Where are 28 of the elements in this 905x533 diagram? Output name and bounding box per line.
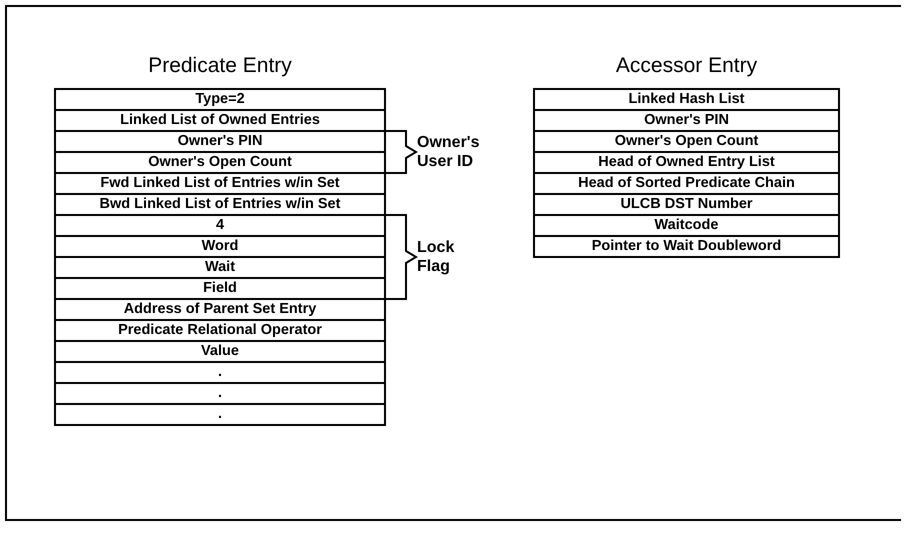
field-row: Owner's PIN <box>56 132 384 153</box>
field-row: Linked Hash List <box>535 90 838 111</box>
field-row: Value <box>56 342 384 363</box>
bracket-label: Lock Flag <box>417 238 456 276</box>
field-row: Type=2 <box>56 90 384 111</box>
field-row: . <box>56 405 384 426</box>
field-row: Owner's Open Count <box>535 132 838 153</box>
field-row: . <box>56 363 384 384</box>
table-heading: Predicate Entry <box>147 54 293 78</box>
field-row: Address of Parent Set Entry <box>56 300 384 321</box>
field-row: Owner's Open Count <box>56 153 384 174</box>
field-row: Owner's PIN <box>535 111 838 132</box>
field-row: Bwd Linked List of Entries w/in Set <box>56 195 384 216</box>
field-row: Word <box>56 237 384 258</box>
field-row: Pointer to Wait Doubleword <box>535 237 838 258</box>
field-row: Waitcode <box>535 216 838 237</box>
bracket-label: Owner's User ID <box>417 133 477 171</box>
field-row: Field <box>56 279 384 300</box>
field-row: . <box>56 384 384 405</box>
field-row: ULCB DST Number <box>535 195 838 216</box>
field-row: Head of Owned Entry List <box>535 153 838 174</box>
field-row: Head of Sorted Predicate Chain <box>535 174 838 195</box>
field-row: Fwd Linked List of Entries w/in Set <box>56 174 384 195</box>
field-row: 4 <box>56 216 384 237</box>
field-row: Linked List of Owned Entries <box>56 111 384 132</box>
field-row: Predicate Relational Operator <box>56 321 384 342</box>
table-heading: Accessor Entry <box>614 54 758 78</box>
field-row: Wait <box>56 258 384 279</box>
